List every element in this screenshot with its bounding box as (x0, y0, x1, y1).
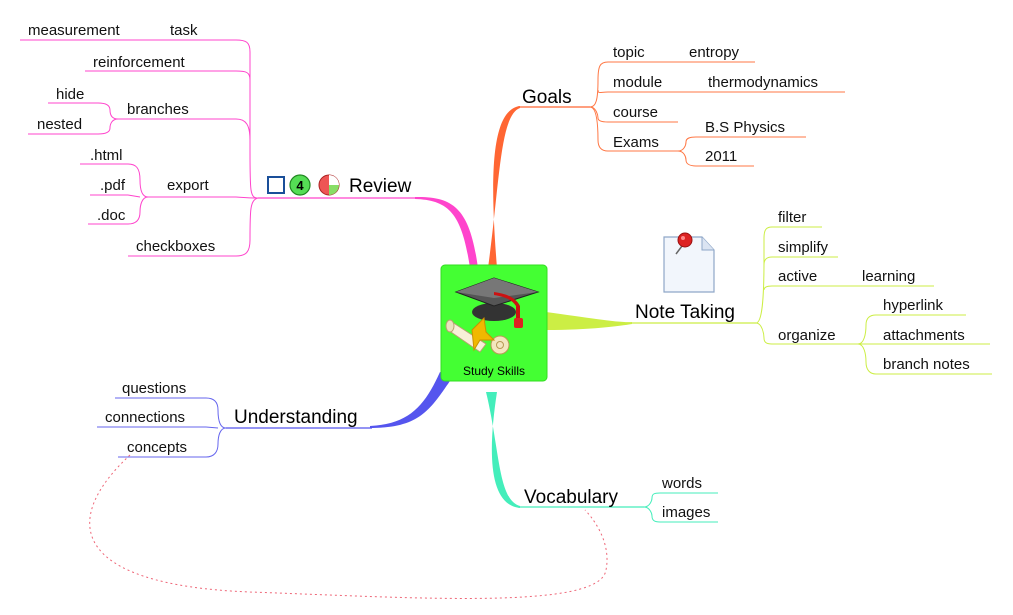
review-topic[interactable]: 4 Review (258, 174, 415, 199)
vocabulary-label: Vocabulary (524, 487, 619, 508)
review-connectors (20, 39, 259, 257)
understanding-topic[interactable]: Understanding (226, 407, 372, 429)
central-topic-label: Study Skills (463, 364, 525, 378)
note-child-hyperlink[interactable]: hyperlink (883, 297, 944, 314)
review-child-nested[interactable]: nested (37, 116, 82, 133)
note-taking-connectors (755, 226, 992, 375)
review-branch (415, 196, 478, 268)
goals-child-exams[interactable]: Exams (613, 134, 659, 151)
review-child-checkboxes[interactable]: checkboxes (136, 238, 215, 255)
note-child-active[interactable]: active (778, 268, 817, 285)
vocabulary-child-words[interactable]: words (661, 475, 702, 492)
review-child-pdf[interactable]: .pdf (100, 177, 126, 194)
note-child-simplify[interactable]: simplify (778, 239, 829, 256)
note-child-organize[interactable]: organize (778, 327, 836, 344)
note-with-pushpin-icon (663, 232, 715, 293)
vocabulary-topic[interactable]: Vocabulary (518, 487, 644, 508)
relationship-line[interactable] (89, 454, 608, 599)
goals-child-module[interactable]: module (613, 74, 662, 91)
goals-child-topic[interactable]: topic (613, 44, 645, 61)
goals-child-course[interactable]: course (613, 104, 658, 121)
review-child-html[interactable]: .html (90, 147, 123, 164)
vocabulary-child-images[interactable]: images (662, 504, 710, 521)
graduation-cap-icon (454, 277, 540, 328)
diploma-icon (445, 316, 510, 355)
goals-label: Goals (522, 87, 572, 108)
review-child-doc[interactable]: .doc (97, 207, 126, 224)
understanding-label: Understanding (234, 407, 358, 428)
understanding-child-questions[interactable]: questions (122, 380, 186, 397)
review-label: Review (349, 176, 412, 197)
note-taking-branch (546, 312, 632, 330)
central-topic[interactable]: Study Skills (440, 264, 548, 382)
note-taking-topic[interactable]: Note Taking (632, 232, 756, 324)
note-child-learning[interactable]: learning (862, 268, 915, 285)
goals-branch (488, 106, 520, 268)
vocabulary-branch (486, 392, 520, 508)
understanding-child-connections[interactable]: connections (105, 409, 185, 426)
goals-child-entropy[interactable]: entropy (689, 44, 740, 61)
review-badge-count: 4 (296, 178, 304, 193)
review-child-hide[interactable]: hide (56, 86, 84, 103)
goals-child-thermodynamics[interactable]: thermodynamics (708, 74, 818, 91)
priority-number-icon: 4 (289, 174, 311, 196)
goals-child-bs-physics[interactable]: B.S Physics (705, 119, 785, 136)
note-child-branch-notes[interactable]: branch notes (883, 356, 970, 373)
review-child-reinforcement[interactable]: reinforcement (93, 54, 186, 71)
progress-pie-icon (318, 174, 340, 196)
goals-child-year[interactable]: 2011 (705, 148, 737, 165)
understanding-child-concepts[interactable]: concepts (127, 439, 187, 456)
vocabulary-connectors (643, 492, 718, 523)
goals-topic[interactable]: Goals (518, 87, 590, 108)
note-taking-label: Note Taking (635, 302, 735, 323)
understanding-connectors (97, 397, 227, 458)
goals-connectors (589, 61, 845, 167)
understanding-branch (370, 372, 452, 428)
note-child-attachments[interactable]: attachments (883, 327, 965, 344)
review-child-branches[interactable]: branches (127, 101, 189, 118)
note-child-filter[interactable]: filter (778, 209, 806, 226)
checkbox-icon[interactable] (267, 176, 285, 194)
review-child-export[interactable]: export (167, 177, 210, 194)
review-child-task[interactable]: task (170, 22, 198, 39)
review-child-measurement[interactable]: measurement (28, 22, 121, 39)
